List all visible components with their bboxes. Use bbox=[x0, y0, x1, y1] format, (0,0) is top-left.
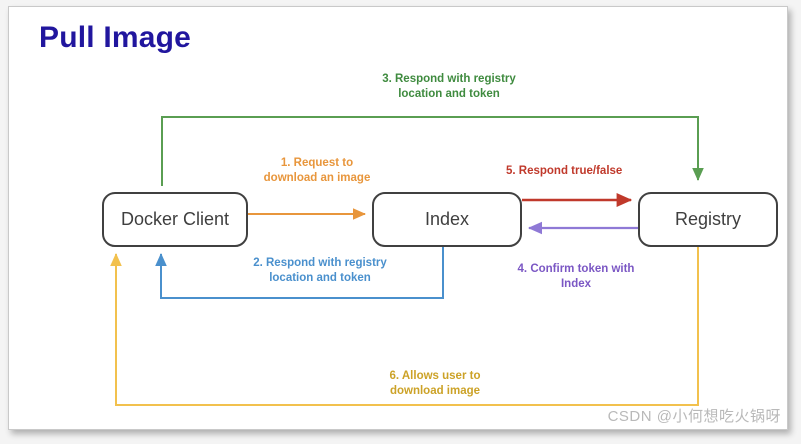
arrow-step-6 bbox=[110, 247, 699, 406]
step-label-3: 3. Respond with registry location and to… bbox=[382, 73, 516, 100]
arrow-step-3 bbox=[161, 116, 704, 186]
page-title: Pull Image bbox=[39, 21, 192, 54]
arrow-step-2 bbox=[155, 247, 444, 299]
slide-card: Pull Image bbox=[8, 6, 788, 430]
node-registry[interactable]: Registry bbox=[638, 192, 778, 247]
pull-image-flow-diagram bbox=[110, 116, 704, 406]
step-label-2: 2. Respond with registry location and to… bbox=[253, 257, 387, 284]
node-index[interactable]: Index bbox=[372, 192, 522, 247]
csdn-watermark: CSDN @小何想吃火锅呀 bbox=[607, 408, 781, 425]
step-label-1: 1. Request to download an image bbox=[263, 157, 371, 184]
step-label-4: 4. Confirm token with Index bbox=[517, 263, 635, 290]
step-label-6: 6. Allows user to download image bbox=[389, 370, 481, 397]
node-docker-client[interactable]: Docker Client bbox=[102, 192, 248, 247]
step-label-5: 5. Respond true/false bbox=[506, 165, 623, 177]
